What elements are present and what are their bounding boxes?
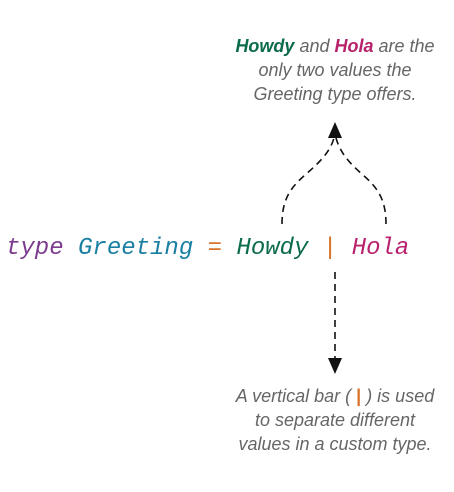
- type-keyword: type: [6, 235, 64, 262]
- type-name: Greeting: [78, 235, 194, 262]
- top-annotation-line-1-rest: are the: [373, 36, 435, 56]
- arrow-down-head: [328, 358, 342, 374]
- top-annotation-line-3: Greeting type offers.: [253, 84, 417, 104]
- arrow-branch-howdy: [281, 137, 335, 225]
- top-annotation-line-1: Howdy and Hola are the: [205, 34, 454, 58]
- bottom-annotation-bar: |: [356, 386, 362, 406]
- top-annotation-connector: and: [294, 36, 335, 56]
- value-howdy: Howdy: [236, 235, 309, 262]
- bottom-annotation-line-1-before: A vertical bar (: [235, 386, 357, 406]
- top-annotation: Howdy and Hola are the only two values t…: [205, 34, 454, 106]
- bottom-annotation-line-1: A vertical bar ( | ) is used: [205, 384, 454, 408]
- separator-bar: |: [322, 235, 338, 262]
- top-annotation-howdy: Howdy: [235, 36, 295, 56]
- top-annotation-line-2: only two values the: [258, 60, 412, 80]
- equals-sign: =: [207, 235, 223, 262]
- type-declaration: type Greeting = Howdy | Hola: [6, 234, 409, 264]
- arrow-branch-hola: [335, 137, 387, 225]
- bottom-annotation-line-3: values in a custom type.: [238, 434, 432, 454]
- arrow-up-head: [328, 122, 342, 138]
- value-hola: Hola: [351, 235, 410, 262]
- bottom-annotation-line-1-after: ) is used: [361, 386, 435, 406]
- bottom-annotation: A vertical bar ( | ) is used to separate…: [205, 384, 454, 456]
- top-annotation-hola: Hola: [334, 36, 374, 56]
- bottom-annotation-line-2: to separate different: [254, 410, 416, 430]
